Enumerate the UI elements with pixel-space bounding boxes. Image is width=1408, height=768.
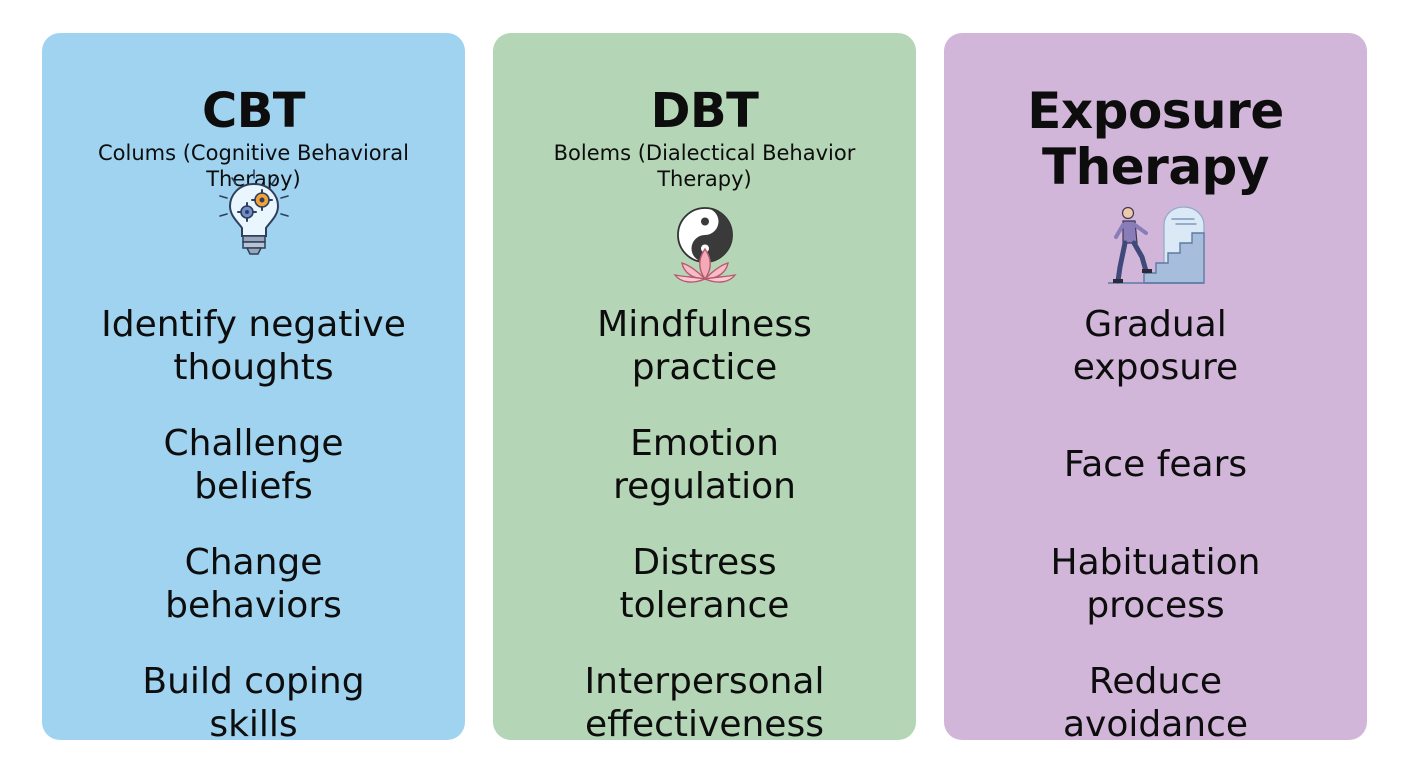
dbt-title: DBT <box>650 83 759 139</box>
dbt-subtitle: Bolems (Dialectical Behavior Therapy) <box>553 141 856 191</box>
cbt-item: Build coping skills <box>142 661 365 745</box>
exposure-card: Exposure Therapy Gradual exposure Face f… <box>944 33 1367 745</box>
cbt-card: CBT Colums (Cognitive Behavioral Therapy… <box>42 33 465 745</box>
lightbulb-gears-icon <box>218 169 289 255</box>
cbt-item: Identify negative thoughts <box>101 304 406 388</box>
dbt-item: Mindfulness practice <box>597 304 812 388</box>
exposure-item: Reduce avoidance <box>1062 661 1249 745</box>
yin-yang-lotus-icon <box>672 207 737 283</box>
cbt-item: Change behaviors <box>165 542 342 626</box>
exposure-item: Face fears <box>1063 444 1248 485</box>
dbt-item: Emotion regulation <box>613 423 796 507</box>
dbt-card: DBT Bolems (Dialectical Behavior Therapy… <box>493 33 916 745</box>
cbt-title: CBT <box>201 83 306 139</box>
exposure-item: Habituation process <box>1050 542 1261 626</box>
exposure-title: Exposure Therapy <box>1027 82 1284 196</box>
exposure-item: Gradual exposure <box>1072 304 1239 388</box>
dbt-item: Interpersonal effectiveness <box>584 661 825 745</box>
dbt-item: Distress tolerance <box>619 542 790 626</box>
cbt-item: Challenge beliefs <box>163 423 344 507</box>
person-climbing-stairs-icon <box>1107 206 1205 284</box>
